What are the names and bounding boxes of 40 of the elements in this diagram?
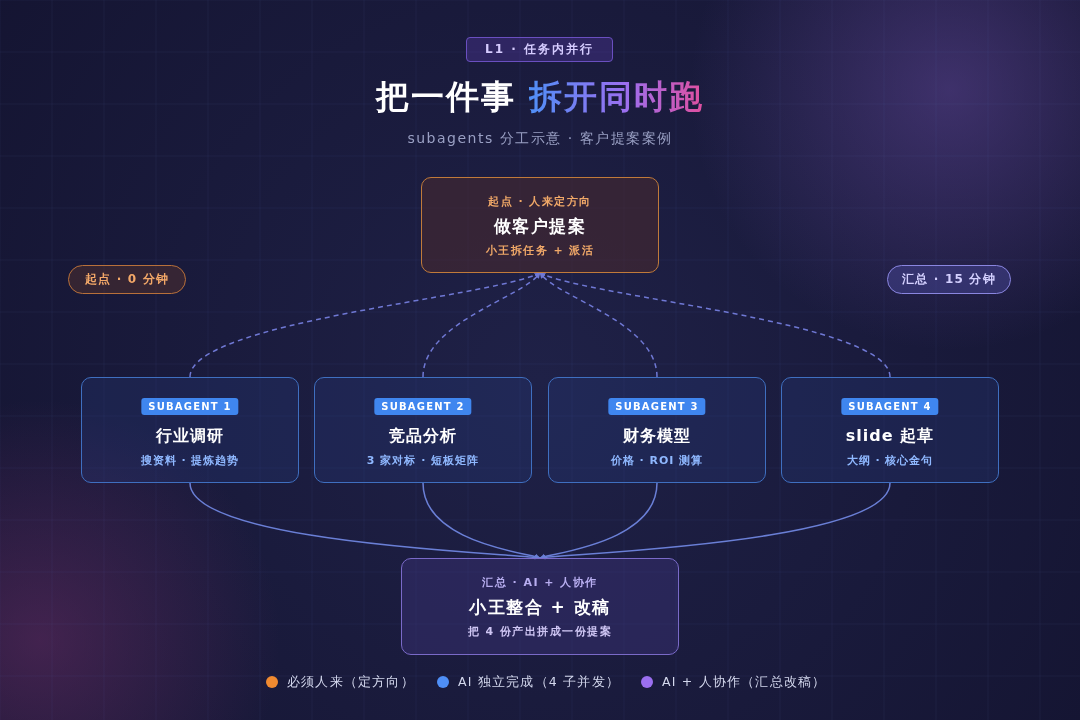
card-subtitle: 价格 · ROI 测算 [609,453,705,469]
agent-badge: SUBAGENT 2 [374,398,472,415]
start-box [421,177,659,273]
box-subtitle: 把 4 份产出拼成一份提案 [466,624,614,640]
dashed-arrow [422,272,541,378]
card-subtitle: 大纲 · 核心金句 [845,453,935,469]
agent-card [781,377,999,483]
time-pill: 起点 · 0 分钟 [68,265,186,294]
card-title: slide 起草 [844,425,936,446]
card-subtitle: 搜资料 · 提炼趋势 [139,453,241,469]
legend-label: 必须人来（定方向） [287,673,415,691]
box-subtitle: 小王拆任务 + 派活 [484,243,596,259]
card-subtitle: 3 家对标 · 短板矩阵 [365,453,481,469]
agent-card [548,377,766,483]
box-tag: 起点 · 人来定方向 [422,194,658,210]
dashed-arrow [539,272,658,378]
time-pill: 汇总 · 15 分钟 [887,265,1011,294]
arrow [539,482,891,560]
dashed-arrow [539,272,891,378]
box-tag: 汇总 · AI + 人协作 [402,575,678,591]
arrow [422,482,541,559]
agent-card [314,377,532,483]
agent-badge: SUBAGENT 3 [608,398,706,415]
merge-box [401,558,679,655]
level-pill: L1 · 任务内并行 [466,37,613,62]
legend-label: AI + 人协作（汇总改稿） [662,673,827,691]
dashed-arrow [189,272,541,378]
agent-badge: SUBAGENT 4 [841,398,939,415]
card-title: 财务模型 [622,425,692,446]
subtitle: subagents 分工示意 · 客户提案案例 [406,129,674,148]
legend-label: AI 独立完成（4 子并发） [458,673,620,691]
agent-badge: SUBAGENT 1 [141,398,239,415]
arrow [189,482,541,560]
box-title: 做客户提案 [492,215,588,237]
title: 把一件事 拆开同时跑 [374,76,706,118]
box-title: 小王整合 + 改稿 [468,596,612,618]
agent-card [81,377,299,483]
card-title: 竞品分析 [388,425,458,446]
card-title: 行业调研 [155,425,225,446]
arrow [539,482,658,559]
